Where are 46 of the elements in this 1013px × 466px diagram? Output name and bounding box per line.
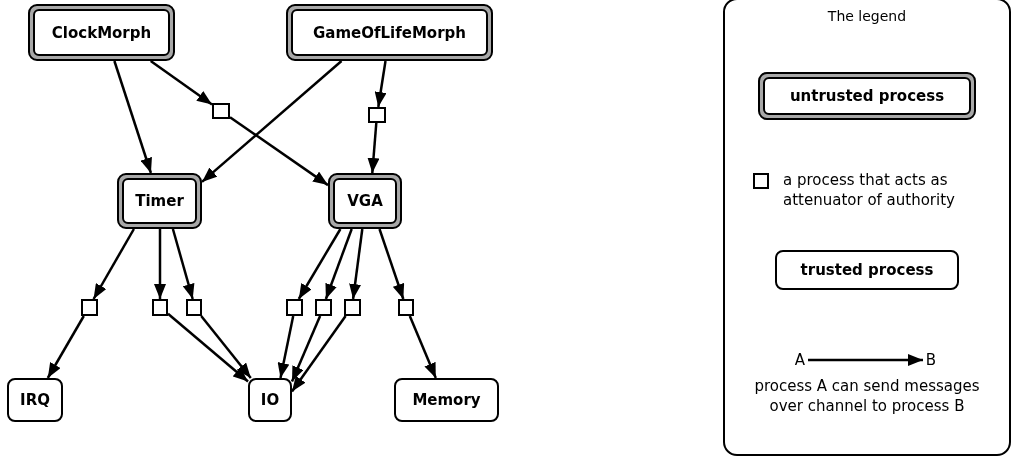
arrow: [201, 60, 343, 183]
legend-description: process A can send messages over channel to process B: [753, 376, 981, 416]
attenuator-square: [152, 299, 168, 316]
process-label: ClockMorph: [33, 9, 170, 56]
arrow: [200, 315, 252, 379]
attenuator-square: [315, 299, 332, 316]
attenuator-square: [368, 107, 386, 123]
trusted-process-box: trusted process: [775, 250, 959, 290]
attenuator-square: [398, 299, 414, 316]
arrow: [297, 228, 342, 300]
process-label: untrusted process: [763, 77, 971, 115]
arrow: [374, 60, 387, 108]
arrow: [349, 228, 364, 300]
endpoint-label: B: [923, 350, 939, 370]
arrow: [290, 315, 322, 382]
attenuator-square: [81, 299, 98, 316]
attenuator-square: [344, 299, 361, 316]
arrow: [149, 60, 213, 106]
arrow: [167, 312, 249, 383]
legend-description: a process that acts as attenuator of authority: [783, 170, 956, 210]
arrow: [291, 315, 347, 393]
attenuator-square: [186, 299, 202, 316]
legend-title: The legend: [826, 8, 908, 24]
arrow: [367, 122, 380, 174]
arrow: [808, 354, 923, 366]
trusted-process-box: IRQ: [7, 378, 63, 422]
arrow: [92, 228, 135, 300]
trusted-process-box: Memory: [394, 378, 499, 422]
arrow: [277, 315, 295, 379]
arrow: [408, 315, 437, 379]
trusted-process-box: IO: [248, 378, 292, 422]
arrow: [229, 116, 329, 187]
arrow: [46, 315, 85, 379]
attenuator-square: [753, 173, 769, 189]
endpoint-label: A: [792, 350, 808, 370]
arrow: [154, 229, 166, 299]
process-label: GameOfLifeMorph: [291, 9, 488, 56]
attenuator-square: [286, 299, 303, 316]
arrow: [171, 228, 195, 300]
process-label: Timer: [122, 178, 197, 224]
arrow: [324, 228, 353, 300]
attenuator-square: [212, 103, 230, 119]
process-label: VGA: [333, 178, 397, 224]
arrow: [378, 228, 405, 300]
arrow: [113, 60, 153, 174]
legend-panel: [723, 0, 1011, 456]
